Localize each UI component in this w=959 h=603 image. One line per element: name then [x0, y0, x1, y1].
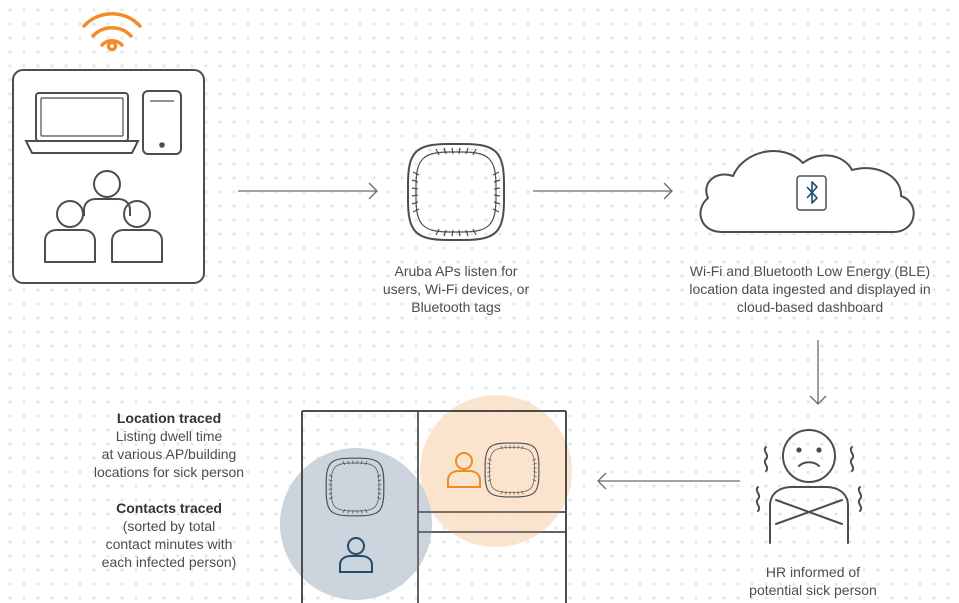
floor-plan-walls-overlay [301, 410, 567, 603]
contacts-traced-title: Contacts traced [116, 500, 222, 516]
devices-box [12, 69, 205, 284]
arrow-devices-to-ap [238, 182, 378, 200]
ap-caption-line-3: Bluetooth tags [411, 299, 501, 315]
hr-caption-line-1: HR informed of [765, 564, 861, 580]
location-traced-title: Location traced [116, 410, 222, 426]
location-traced-line-2: at various AP/building [101, 446, 237, 462]
arrow-hr-to-floorplan [597, 472, 740, 490]
ap-caption-line-1: Aruba APs listen for [394, 263, 518, 279]
cloud-caption-line-1: Wi-Fi and Bluetooth Low Energy (BLE) [689, 263, 931, 279]
access-point-icon [407, 143, 505, 241]
orange-zone [420, 395, 572, 547]
hr-caption: HR informed of potential sick person [718, 563, 908, 599]
tracing-caption: Location traced Listing dwell time at va… [64, 409, 274, 571]
wifi-icon [82, 12, 142, 52]
contacts-traced-line-2: contact minutes with [105, 536, 233, 552]
arrow-cloud-to-hr [809, 340, 827, 405]
sick-person-icon [755, 429, 863, 544]
bluetooth-icon [796, 175, 827, 211]
phone-icon [142, 90, 182, 155]
location-traced-line-3: locations for sick person [93, 464, 245, 480]
people-group-icon [44, 170, 163, 263]
arrow-ap-to-cloud [533, 182, 673, 200]
ap-caption: Aruba APs listen for users, Wi-Fi device… [356, 262, 556, 316]
cloud-caption-line-3: cloud-based dashboard [736, 299, 884, 315]
cloud-caption: Wi-Fi and Bluetooth Low Energy (BLE) loc… [664, 262, 956, 316]
ap-caption-line-2: users, Wi-Fi devices, or [382, 281, 530, 297]
contacts-traced-line-3: each infected person) [101, 554, 237, 570]
cloud-caption-line-2: location data ingested and displayed in [689, 281, 931, 297]
contacts-traced-line-1: (sorted by total [122, 518, 216, 534]
blue-zone [280, 448, 432, 600]
location-traced-line-1: Listing dwell time [115, 428, 223, 444]
hr-caption-line-2: potential sick person [749, 582, 877, 598]
laptop-icon [24, 92, 140, 154]
